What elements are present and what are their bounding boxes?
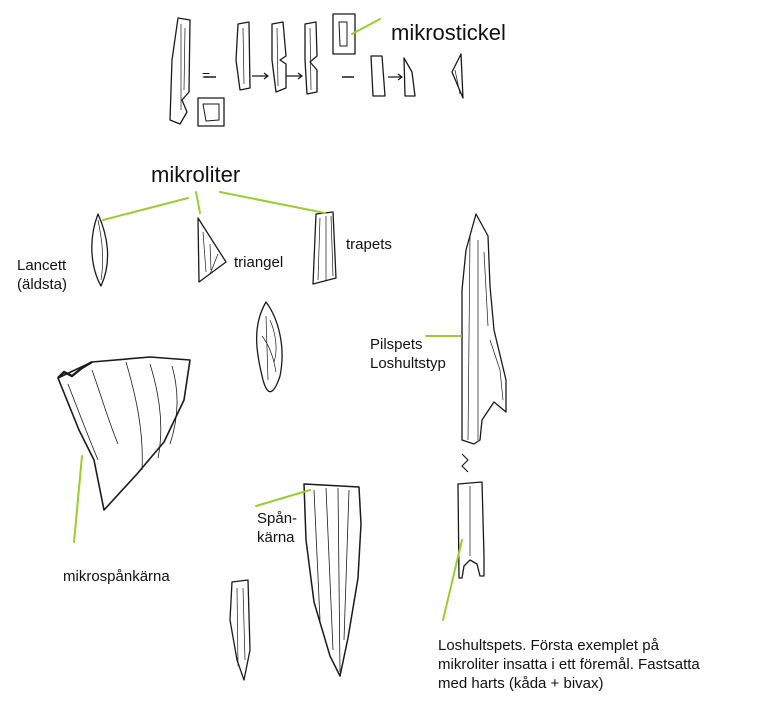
leader-triangel xyxy=(195,191,201,214)
trapets-label: trapets xyxy=(346,236,392,253)
leader-loshult xyxy=(442,539,463,621)
long-blade-first xyxy=(169,17,191,125)
mikroliter-label: mikroliter xyxy=(151,162,241,187)
leader-trapets xyxy=(219,191,326,214)
leader-lancett xyxy=(102,197,189,221)
mikrospankarna-core xyxy=(57,356,191,511)
blade-step-1 xyxy=(235,21,251,91)
loshult-arrow-point xyxy=(461,213,507,445)
lancett-microlith xyxy=(91,213,109,287)
lancett-label-line2: (äldsta) xyxy=(17,275,68,293)
pilspets-label-line1: Pilspets xyxy=(370,336,423,353)
loshult-caption-line2: mikroliter insatta i ett föremål. Fastsa… xyxy=(438,655,700,673)
spankarna-label-line2: kärna xyxy=(257,528,295,546)
leaf-point xyxy=(255,301,283,393)
loshult-caption-line1: Loshultspets. Första exemplet på xyxy=(438,637,659,654)
pilspets-label-line2: Loshultstyp xyxy=(370,354,446,372)
microburin-box xyxy=(197,97,225,127)
leader-lines xyxy=(73,18,463,621)
blade-step-2 xyxy=(271,21,287,93)
triangel-microlith xyxy=(197,217,227,283)
loshult-shaft xyxy=(457,481,485,579)
small-blade xyxy=(229,579,251,681)
leader-mikrostickel xyxy=(351,18,381,35)
spankarna-label: Spån- kärna xyxy=(257,510,297,548)
loshult-caption: Loshultspets. Första exemplet på mikroli… xyxy=(438,637,756,693)
triangle-result xyxy=(451,53,464,99)
mikrostickel-label: mikrostickel xyxy=(391,20,506,45)
mikrostickel-box xyxy=(332,13,356,55)
triangel-label: triangel xyxy=(234,254,284,271)
microburin-sequence xyxy=(169,13,464,127)
loshult-caption-line3: med harts (kåda + bivax) xyxy=(438,674,604,692)
pilspets-label: Pilspets Loshultstyp xyxy=(370,336,446,374)
equals-sign: = xyxy=(202,67,211,83)
arrow-3 xyxy=(388,73,403,81)
trapets-microlith xyxy=(312,211,337,285)
lancett-label: Lancett (äldsta) xyxy=(17,257,67,295)
spankarna-label-line1: Spån- xyxy=(257,510,298,527)
arrow-2 xyxy=(286,72,303,80)
leader-spankarna xyxy=(255,489,311,507)
shaft-break-mark xyxy=(461,453,469,473)
lancett-label-line1: Lancett xyxy=(17,257,67,274)
spankarna-core xyxy=(303,483,362,677)
mikrospankarna-label: mikrospånkärna xyxy=(63,568,170,585)
arrow-1 xyxy=(252,72,269,80)
blade-fragment-b xyxy=(403,57,416,97)
leader-mikrospankarna xyxy=(73,455,83,543)
blade-step-3 xyxy=(304,21,318,95)
blade-fragment-a xyxy=(370,55,386,97)
